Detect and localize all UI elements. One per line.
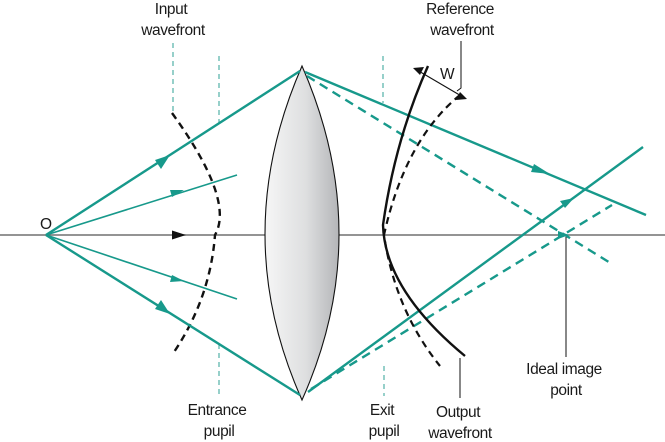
output-wavefront (381, 65, 466, 357)
ray-marginal-lower-out (307, 146, 644, 393)
dimension-arrow-icon (413, 67, 424, 75)
biconvex-lens (264, 64, 340, 402)
ray-arrow-icon (531, 164, 550, 174)
axis-arrow-icon (172, 230, 186, 240)
wavefront-error-dimension (416, 69, 464, 98)
reference-wavefront-leader (456, 41, 462, 92)
ray-arrow-icon (170, 190, 184, 197)
reference-wavefront (382, 94, 461, 367)
ray-paraxial-upper (45, 174, 238, 236)
ray-marginal-upper-out (304, 70, 647, 217)
input-wavefront-label: Input wavefront (140, 1, 206, 39)
wavefront-error-label: W (440, 66, 455, 83)
ray-arrow-icon (155, 155, 170, 169)
ideal-image-point-label: Ideal image point (526, 361, 606, 399)
reference-wavefront-label: Reference wavefront (426, 1, 498, 39)
ray-arrow-icon (560, 198, 574, 208)
ray-marginal-lower-in (45, 233, 301, 397)
ray-paraxial-lower (45, 234, 238, 300)
dimension-arrow-icon (456, 92, 467, 100)
input-wavefront (171, 112, 222, 356)
ray-arrow-icon (170, 275, 184, 282)
ray-arrow-icon (155, 300, 170, 314)
entrance-pupil-label: Entrance pupil (188, 402, 251, 440)
object-point-label: O (40, 216, 52, 233)
output-wavefront-label: Output wavefront (427, 404, 493, 442)
exit-pupil-label: Exit pupil (369, 402, 400, 440)
ray-marginal-upper-in (45, 69, 301, 237)
ideal-image-arrow-icon (558, 231, 569, 239)
